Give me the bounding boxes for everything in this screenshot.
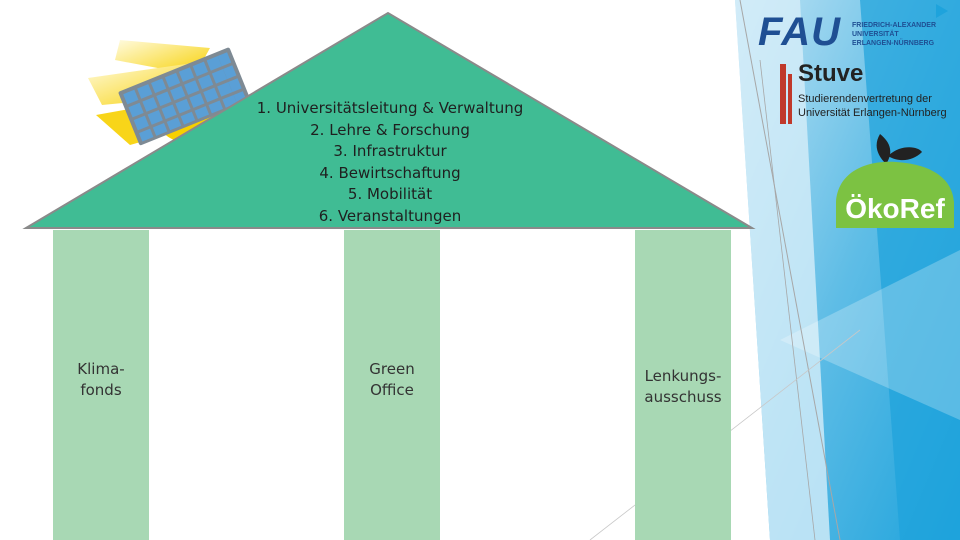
- pillar-green-office: Green Office: [344, 230, 440, 540]
- fau-logo: FAU FRIEDRICH-ALEXANDER UNIVERSITÄT ERLA…: [758, 10, 936, 54]
- okoref-text: ÖkoRef: [845, 193, 945, 224]
- solar-panel-icon: [118, 47, 251, 146]
- stuve-bar-icon: [780, 64, 792, 124]
- roof-item: 4. Bewirtschaftung: [319, 163, 461, 182]
- roof-item: 2. Lehre & Forschung: [310, 120, 470, 139]
- stuve-logo: Stuve Studierendenvertretung der Univers…: [780, 60, 956, 128]
- pillar-label: Green Office: [369, 360, 415, 399]
- pillar-label: Klima- fonds: [77, 360, 125, 399]
- roof-item: 3. Infrastruktur: [333, 142, 447, 161]
- apple-icon: [836, 134, 954, 228]
- pillar-klimafonds: Klima- fonds: [53, 230, 149, 540]
- roof-item: 1. Universitätsleitung & Verwaltung: [256, 99, 524, 117]
- roof-list: 1. Universitätsleitung & Verwaltung 2. L…: [180, 98, 600, 228]
- pillar-label: Lenkungs- ausschuss: [644, 367, 722, 406]
- roof: [22, 11, 756, 229]
- fau-mark: FAU: [758, 10, 841, 54]
- pillar-lenkungsausschuss: Lenkungs- ausschuss: [635, 230, 731, 540]
- roof-item: 6. Veranstaltungen: [318, 206, 462, 225]
- background-decoration: [589, 0, 960, 540]
- okoref-logo: ÖkoRef: [836, 132, 954, 230]
- roof-item: 5. Mobilität: [347, 185, 433, 204]
- stuve-title: Stuve: [798, 60, 864, 87]
- slide-arrow-icon: [936, 4, 948, 18]
